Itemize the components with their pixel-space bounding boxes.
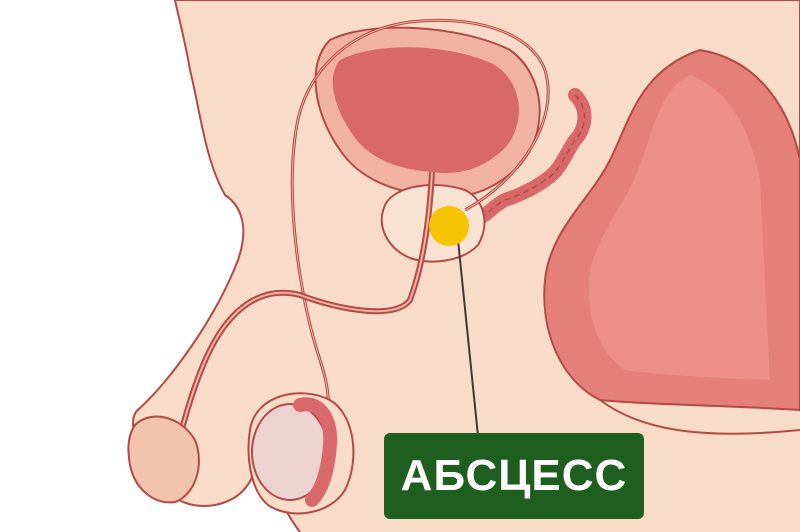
abscess-marker-icon (429, 206, 469, 246)
urethra-inner (169, 171, 433, 481)
rectum-inner (588, 75, 770, 380)
epididymis (293, 397, 338, 507)
bladder (332, 47, 519, 173)
vas-deferens-inner (291, 19, 549, 421)
seminal-vesicle-outline (479, 94, 586, 219)
abscess-label: АБСЦЕСС (400, 451, 628, 500)
abscess-label-box: АБСЦЕСС (384, 433, 644, 519)
skin-fold (599, 399, 800, 435)
pointer-line (457, 239, 479, 437)
glans (127, 415, 200, 504)
